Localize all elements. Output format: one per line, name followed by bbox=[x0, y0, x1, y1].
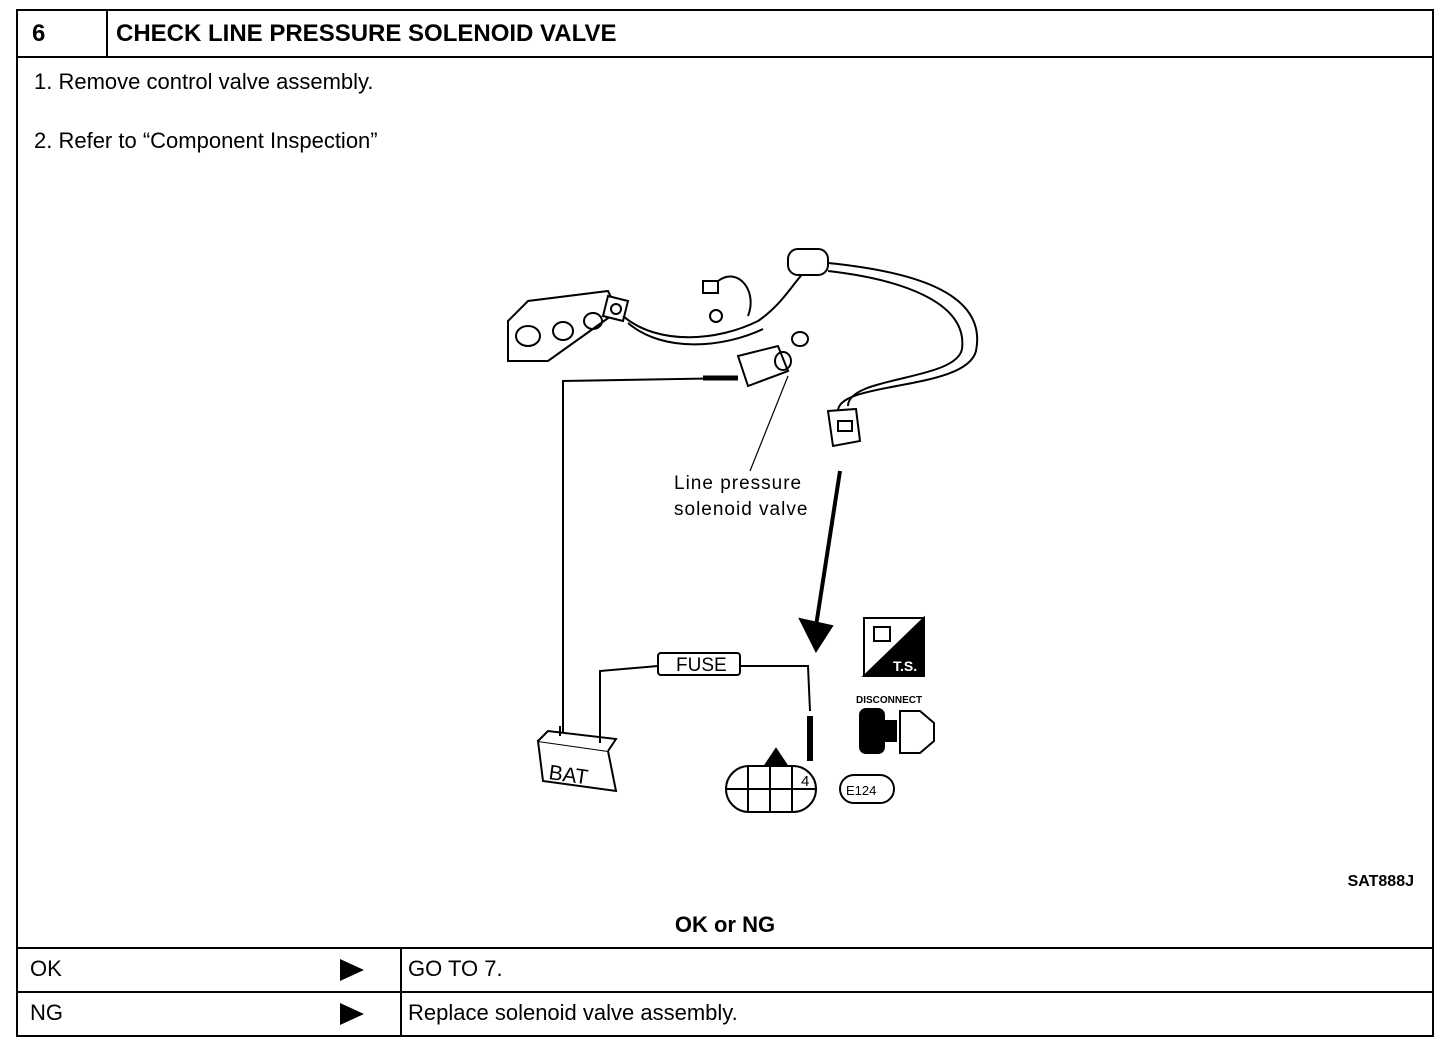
fuse-label: FUSE bbox=[676, 655, 727, 676]
disconnect-label: DISCONNECT bbox=[856, 695, 922, 706]
procedure-frame: 6 CHECK LINE PRESSURE SOLENOID VALVE 1. … bbox=[16, 9, 1434, 1037]
result-label: NG bbox=[30, 1000, 63, 1025]
right-arrow-icon bbox=[340, 959, 364, 981]
figure-code: SAT888J bbox=[1347, 873, 1414, 890]
result-action: GO TO 7. bbox=[400, 949, 503, 991]
step-header: 6 CHECK LINE PRESSURE SOLENOID VALVE bbox=[18, 11, 1432, 58]
callout-line-2: solenoid valve bbox=[674, 499, 808, 520]
connector-id: E124 bbox=[846, 783, 876, 798]
instruction-1: 1. Remove control valve assembly. bbox=[34, 69, 374, 94]
step-title: CHECK LINE PRESSURE SOLENOID VALVE bbox=[116, 20, 617, 47]
callout-line-1: Line pressure bbox=[674, 473, 802, 494]
instruction-2: 2. Refer to “Component Inspection” bbox=[34, 128, 378, 153]
result-action: Replace solenoid valve assembly. bbox=[400, 993, 738, 1035]
valve-assembly bbox=[507, 248, 979, 448]
result-row-ng: NG Replace solenoid valve assembly. bbox=[18, 991, 1432, 1035]
result-row-ok: OK GO TO 7. bbox=[18, 947, 1432, 991]
inspection-diagram: Line pressure solenoid valve FUSE BAT 4 … bbox=[507, 248, 979, 813]
result-label: OK bbox=[30, 956, 62, 981]
right-arrow-icon bbox=[340, 1003, 364, 1025]
battery-label: BAT bbox=[547, 761, 589, 789]
ts-label: T.S. bbox=[893, 658, 917, 674]
result-question: OK or NG bbox=[674, 912, 776, 937]
pin-number: 4 bbox=[801, 773, 809, 790]
step-number: 6 bbox=[18, 11, 108, 56]
